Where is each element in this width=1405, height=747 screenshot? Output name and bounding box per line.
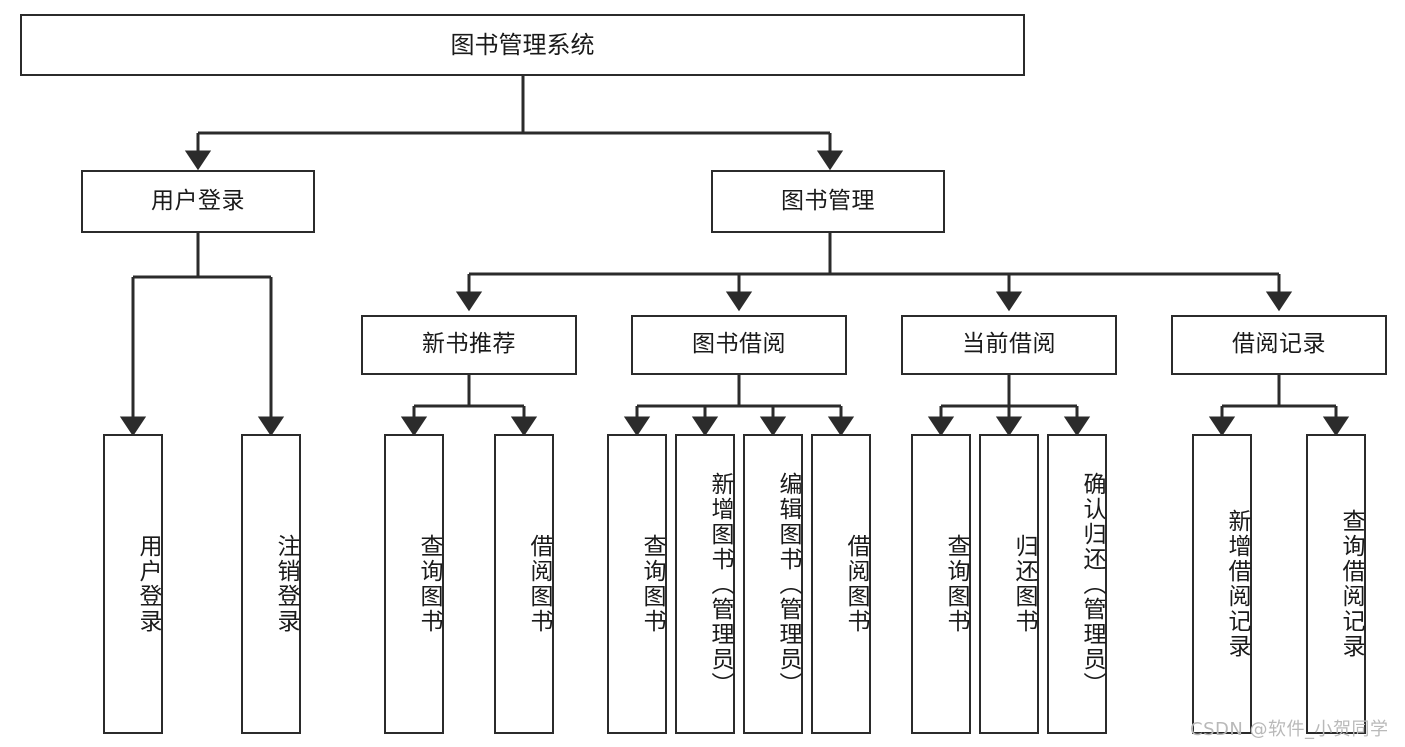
node-label: 确认归还（管理员）: [1079, 471, 1105, 697]
node-label: 用户登录: [151, 187, 245, 214]
node-book-borrow[interactable]: 图书借阅: [631, 315, 847, 375]
node-current-borrow[interactable]: 当前借阅: [901, 315, 1117, 375]
leaf-user-login-login[interactable]: 用户登录: [103, 434, 163, 734]
node-label: 借阅图书: [526, 534, 552, 634]
node-label: 图书管理系统: [450, 30, 595, 59]
node-borrow-record[interactable]: 借阅记录: [1171, 315, 1387, 375]
node-label: 注销登录: [273, 534, 299, 634]
node-label: 借阅图书: [843, 534, 869, 634]
leaf-current-borrow-return[interactable]: 归还图书: [979, 434, 1039, 734]
leaf-book-borrow-query[interactable]: 查询图书: [607, 434, 667, 734]
leaf-book-borrow-add-admin[interactable]: 新增图书（管理员）: [675, 434, 735, 734]
leaf-borrow-record-add[interactable]: 新增借阅记录: [1192, 434, 1252, 734]
node-label: 查询图书: [639, 534, 665, 634]
leaf-borrow-record-query[interactable]: 查询借阅记录: [1306, 434, 1366, 734]
leaf-new-book-query[interactable]: 查询图书: [384, 434, 444, 734]
node-label: 新增借阅记录: [1224, 509, 1250, 659]
node-label: 查询图书: [416, 534, 442, 634]
node-label: 用户登录: [135, 534, 161, 634]
node-label: 查询图书: [943, 534, 969, 634]
node-root-book-management-system[interactable]: 图书管理系统: [20, 14, 1025, 76]
leaf-new-book-borrow[interactable]: 借阅图书: [494, 434, 554, 734]
leaf-book-borrow-borrow[interactable]: 借阅图书: [811, 434, 871, 734]
node-user-login[interactable]: 用户登录: [81, 170, 315, 233]
node-label: 新增图书（管理员）: [707, 471, 733, 697]
node-label: 查询借阅记录: [1338, 509, 1364, 659]
node-new-book-recommend[interactable]: 新书推荐: [361, 315, 577, 375]
csdn-watermark: CSDN @软件_小贺同学: [1190, 719, 1389, 740]
node-label: 归还图书: [1011, 534, 1037, 634]
node-label: 新书推荐: [422, 331, 516, 358]
leaf-current-borrow-confirm-admin[interactable]: 确认归还（管理员）: [1047, 434, 1107, 734]
leaf-user-login-logout[interactable]: 注销登录: [241, 434, 301, 734]
node-label: 编辑图书（管理员）: [775, 471, 801, 697]
leaf-book-borrow-edit-admin[interactable]: 编辑图书（管理员）: [743, 434, 803, 734]
node-label: 借阅记录: [1232, 331, 1326, 358]
leaf-current-borrow-query[interactable]: 查询图书: [911, 434, 971, 734]
node-label: 图书借阅: [692, 331, 786, 358]
node-book-management[interactable]: 图书管理: [711, 170, 945, 233]
node-label: 当前借阅: [962, 331, 1056, 358]
node-label: 图书管理: [781, 187, 875, 214]
